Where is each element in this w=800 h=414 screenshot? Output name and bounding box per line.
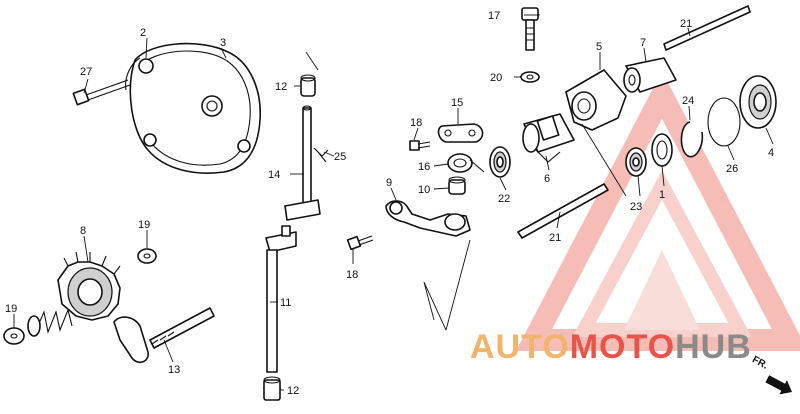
shaft-13 xyxy=(113,307,215,364)
callout-26: 24 xyxy=(682,95,694,107)
callout-24: 26 xyxy=(726,163,738,175)
callout-9: 9 xyxy=(386,177,392,189)
callout-18-upper: 18 xyxy=(410,117,422,129)
callout-7: 7 xyxy=(640,37,646,49)
watermark-moto: MOTO xyxy=(570,328,675,366)
housing-5 xyxy=(565,69,627,131)
callout-19-upper: 19 xyxy=(138,219,150,231)
callout-21-upper: 21 xyxy=(680,18,692,30)
part-7 xyxy=(623,57,677,93)
spring-coil xyxy=(27,308,73,337)
callout-15: 15 xyxy=(451,97,463,109)
bearing-22 xyxy=(489,146,511,178)
arm-9 xyxy=(385,200,471,331)
callout-10: 10 xyxy=(418,184,430,196)
svg-text:AUTOMOTOHUB: AUTOMOTOHUB xyxy=(470,328,752,366)
watermark-auto: AUTO xyxy=(470,328,570,366)
callout-4: 4 xyxy=(768,147,774,159)
callout-8: 8 xyxy=(80,225,86,237)
rod-21-lower xyxy=(517,123,627,239)
spring-16 xyxy=(447,153,485,173)
callout-12-upper: 12 xyxy=(275,81,287,93)
watermark-logo xyxy=(515,71,800,351)
gear-8 xyxy=(57,251,121,321)
ring-24 xyxy=(707,97,741,147)
plate-15 xyxy=(437,123,484,143)
bolt-27 xyxy=(72,79,131,106)
washer-20 xyxy=(520,71,540,83)
seal-4 xyxy=(739,75,777,129)
shaft-14 xyxy=(284,51,321,221)
watermark-text: AUTOMOTOHUB xyxy=(470,328,752,366)
callout-3: 3 xyxy=(220,37,226,49)
callout-6: 6 xyxy=(544,173,550,185)
direction-label: FR. xyxy=(750,354,770,371)
callout-27: 27 xyxy=(80,66,92,78)
front-direction-indicator: FR. xyxy=(750,354,793,395)
circlip-26 xyxy=(680,121,704,158)
callout-16: 16 xyxy=(418,161,430,173)
bolt-18-upper xyxy=(409,140,431,151)
callout-25: 25 xyxy=(334,151,346,163)
callout-21-lower: 21 xyxy=(549,232,561,244)
crankcase-cover xyxy=(125,42,261,174)
shift-drum-6 xyxy=(522,113,575,163)
callout-12-lower: 12 xyxy=(287,385,299,397)
callout-2: 2 xyxy=(140,27,146,39)
clip-25 xyxy=(313,147,329,163)
callout-5: 5 xyxy=(596,41,602,53)
callout-18-middle: 18 xyxy=(346,269,358,281)
callout-labels: 2 3 27 12 14 25 8 19 19 13 11 12 18 9 18… xyxy=(5,10,774,397)
watermark-hub: HUB xyxy=(675,328,752,366)
callout-14: 14 xyxy=(268,169,280,181)
washer-19-upper xyxy=(137,248,157,264)
bolt-17 xyxy=(521,7,539,51)
bolt-18-middle xyxy=(346,235,374,251)
callout-22: 22 xyxy=(498,193,510,205)
direction-arrow-icon xyxy=(765,375,793,395)
callout-20: 20 xyxy=(490,72,502,84)
washer-19-lower xyxy=(3,327,25,345)
callout-13: 13 xyxy=(168,364,180,376)
collar-1 xyxy=(651,133,673,167)
callout-19-lower: 19 xyxy=(5,303,17,315)
callout-1: 1 xyxy=(659,189,665,201)
bearing-23 xyxy=(625,147,647,177)
callout-23: 23 xyxy=(630,201,642,213)
leader-lines xyxy=(13,14,774,391)
callout-17: 17 xyxy=(488,10,500,22)
callout-11: 11 xyxy=(280,297,291,309)
shaft-11 xyxy=(263,225,297,401)
rod-21-upper xyxy=(663,5,751,51)
collar-10 xyxy=(448,176,466,195)
